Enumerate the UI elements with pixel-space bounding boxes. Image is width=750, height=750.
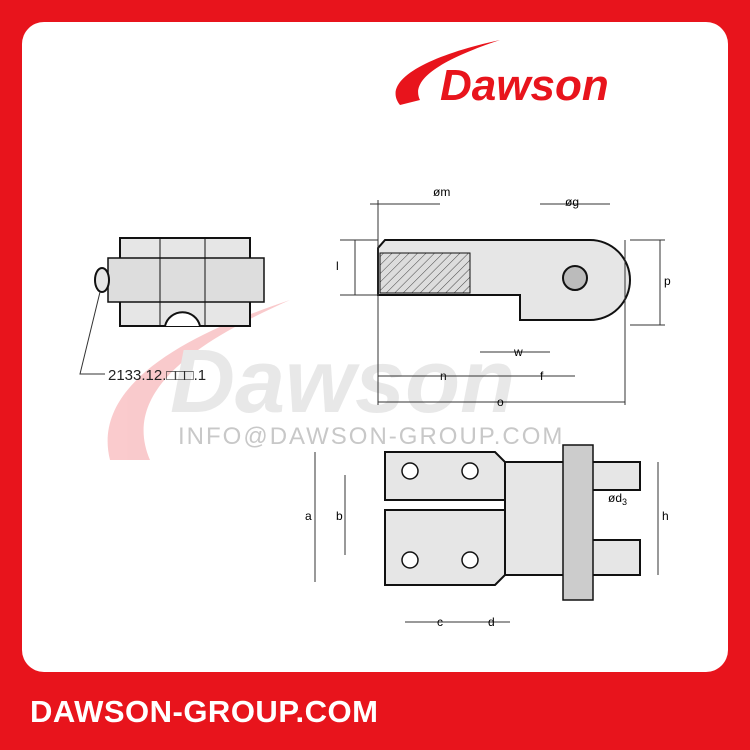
watermark: Dawson xyxy=(107,300,515,460)
side-view xyxy=(94,237,265,327)
product-panel: Dawson INFO@DAWSON-GROUP.COM Dawson 2133… xyxy=(22,22,728,672)
svg-text:Dawson: Dawson xyxy=(170,332,515,432)
dim-f: f xyxy=(540,369,544,383)
part-number: 2133.12.□□□.1 xyxy=(108,367,206,384)
top-view xyxy=(377,239,631,321)
dim-o: o xyxy=(497,395,504,409)
dimension-lines xyxy=(314,200,665,623)
dim-m: øm xyxy=(433,185,450,199)
dim-w: w xyxy=(513,345,523,359)
svg-text:Dawson: Dawson xyxy=(440,61,609,110)
dim-c: c xyxy=(437,615,443,629)
footer-website: DAWSON-GROUP.COM xyxy=(30,694,379,729)
front-view xyxy=(384,444,641,601)
technical-drawing: Dawson INFO@DAWSON-GROUP.COM Dawson 2133… xyxy=(79,40,671,629)
dim-p: p xyxy=(664,274,671,288)
dim-a: a xyxy=(305,509,312,523)
dim-d3: ød3 xyxy=(608,491,627,507)
watermark-email: INFO@DAWSON-GROUP.COM xyxy=(178,423,564,450)
dim-d: d xyxy=(488,615,495,629)
dim-n: n xyxy=(440,369,447,383)
dim-g: øg xyxy=(565,195,579,209)
dim-b: b xyxy=(336,509,343,523)
dim-l: l xyxy=(336,259,339,273)
dawson-logo: Dawson xyxy=(395,40,609,110)
dim-h: h xyxy=(662,509,669,523)
